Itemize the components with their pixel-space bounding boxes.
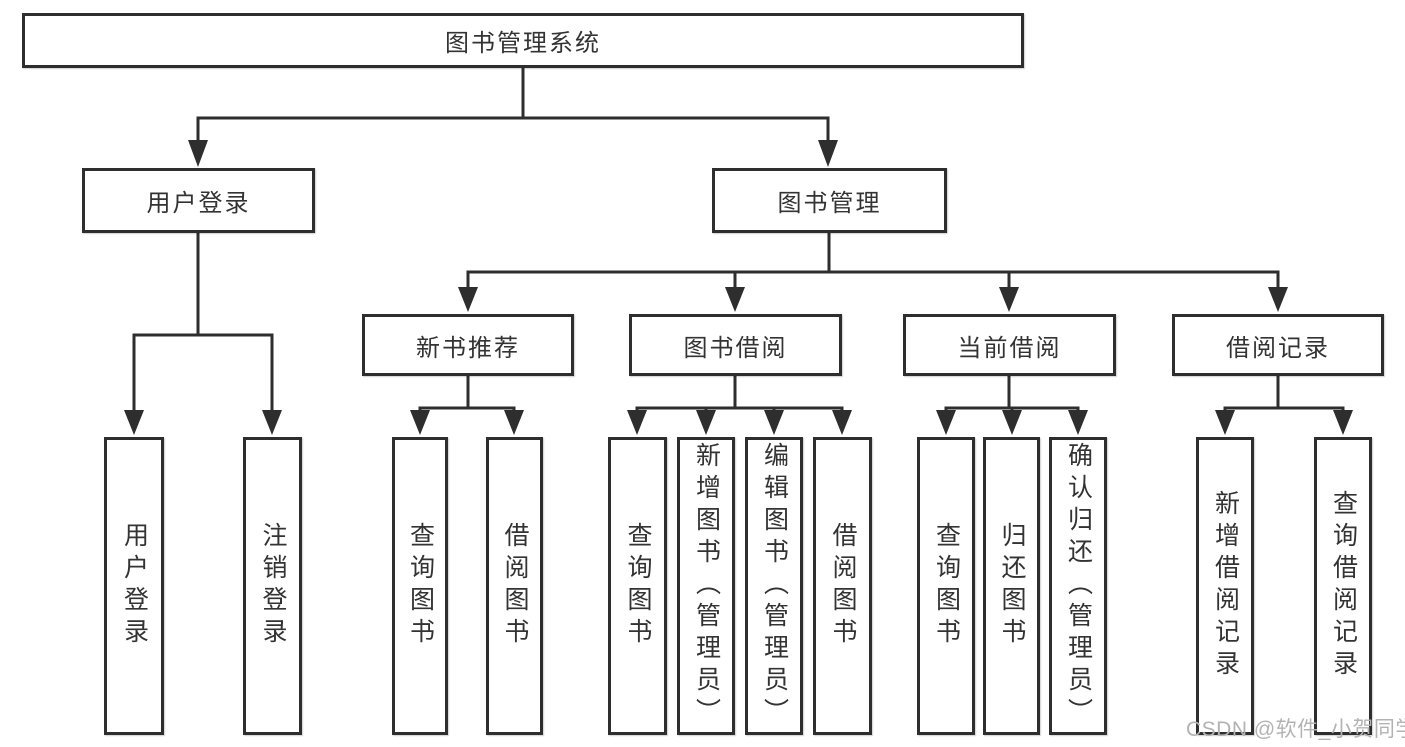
node-leaf-logout-label: 注销登录 xyxy=(259,522,287,650)
node-cb-query-books-label: 查询图书 xyxy=(932,522,961,650)
node-bb-edit-books-admin-label: 编辑图书（管理员） xyxy=(760,442,789,730)
node-leaf-logout: 注销登录 xyxy=(243,437,302,735)
node-bb-borrow-books: 借阅图书 xyxy=(813,437,872,735)
node-nbr-query-books-label: 查询图书 xyxy=(406,522,435,650)
node-bb-add-books-admin: 新增图书（管理员） xyxy=(677,437,735,735)
node-cb-return-books-label: 归还图书 xyxy=(998,522,1026,650)
node-br-add-record-label: 新增借阅记录 xyxy=(1211,490,1240,682)
node-book-borrow-label: 图书借阅 xyxy=(683,334,788,362)
node-bb-query-books: 查询图书 xyxy=(608,437,667,735)
node-user-login-label: 用户登录 xyxy=(146,190,251,217)
node-leaf-user-login-label: 用户登录 xyxy=(120,522,149,650)
node-bb-query-books-label: 查询图书 xyxy=(624,522,652,650)
node-book-management-label: 图书管理 xyxy=(777,190,882,217)
node-current-borrow: 当前借阅 xyxy=(903,314,1116,376)
node-bb-add-books-admin-label: 新增图书（管理员） xyxy=(692,442,721,730)
node-borrow-records-label: 借阅记录 xyxy=(1226,334,1330,362)
node-leaf-user-login: 用户登录 xyxy=(104,437,164,735)
node-new-book-recommend-label: 新书推荐 xyxy=(416,334,520,362)
node-book-management: 图书管理 xyxy=(712,168,947,233)
node-br-add-record: 新增借阅记录 xyxy=(1196,437,1254,735)
node-nbr-borrow-books: 借阅图书 xyxy=(486,437,543,735)
node-user-login: 用户登录 xyxy=(82,168,315,233)
node-book-borrow: 图书借阅 xyxy=(629,314,842,376)
node-bb-borrow-books-label: 借阅图书 xyxy=(829,522,857,650)
node-cb-confirm-return-admin-label: 确认归还（管理员） xyxy=(1064,442,1093,730)
node-new-book-recommend: 新书推荐 xyxy=(362,314,574,376)
node-current-borrow-label: 当前借阅 xyxy=(957,334,1062,362)
node-cb-query-books: 查询图书 xyxy=(917,437,975,735)
node-cb-return-books: 归还图书 xyxy=(983,437,1040,735)
node-root-label: 图书管理系统 xyxy=(445,30,601,57)
watermark: CSDN @软件_小贺同学 xyxy=(1186,718,1405,741)
node-nbr-borrow-books-label: 借阅图书 xyxy=(501,522,529,650)
node-nbr-query-books: 查询图书 xyxy=(392,437,448,735)
arrowheads xyxy=(124,140,1353,435)
node-root: 图书管理系统 xyxy=(22,13,1024,68)
node-borrow-records: 借阅记录 xyxy=(1172,314,1384,376)
node-cb-confirm-return-admin: 确认归还（管理员） xyxy=(1049,437,1107,735)
node-bb-edit-books-admin: 编辑图书（管理员） xyxy=(745,437,803,735)
node-br-query-record-label: 查询借阅记录 xyxy=(1329,490,1358,682)
node-br-query-record: 查询借阅记录 xyxy=(1314,437,1372,735)
